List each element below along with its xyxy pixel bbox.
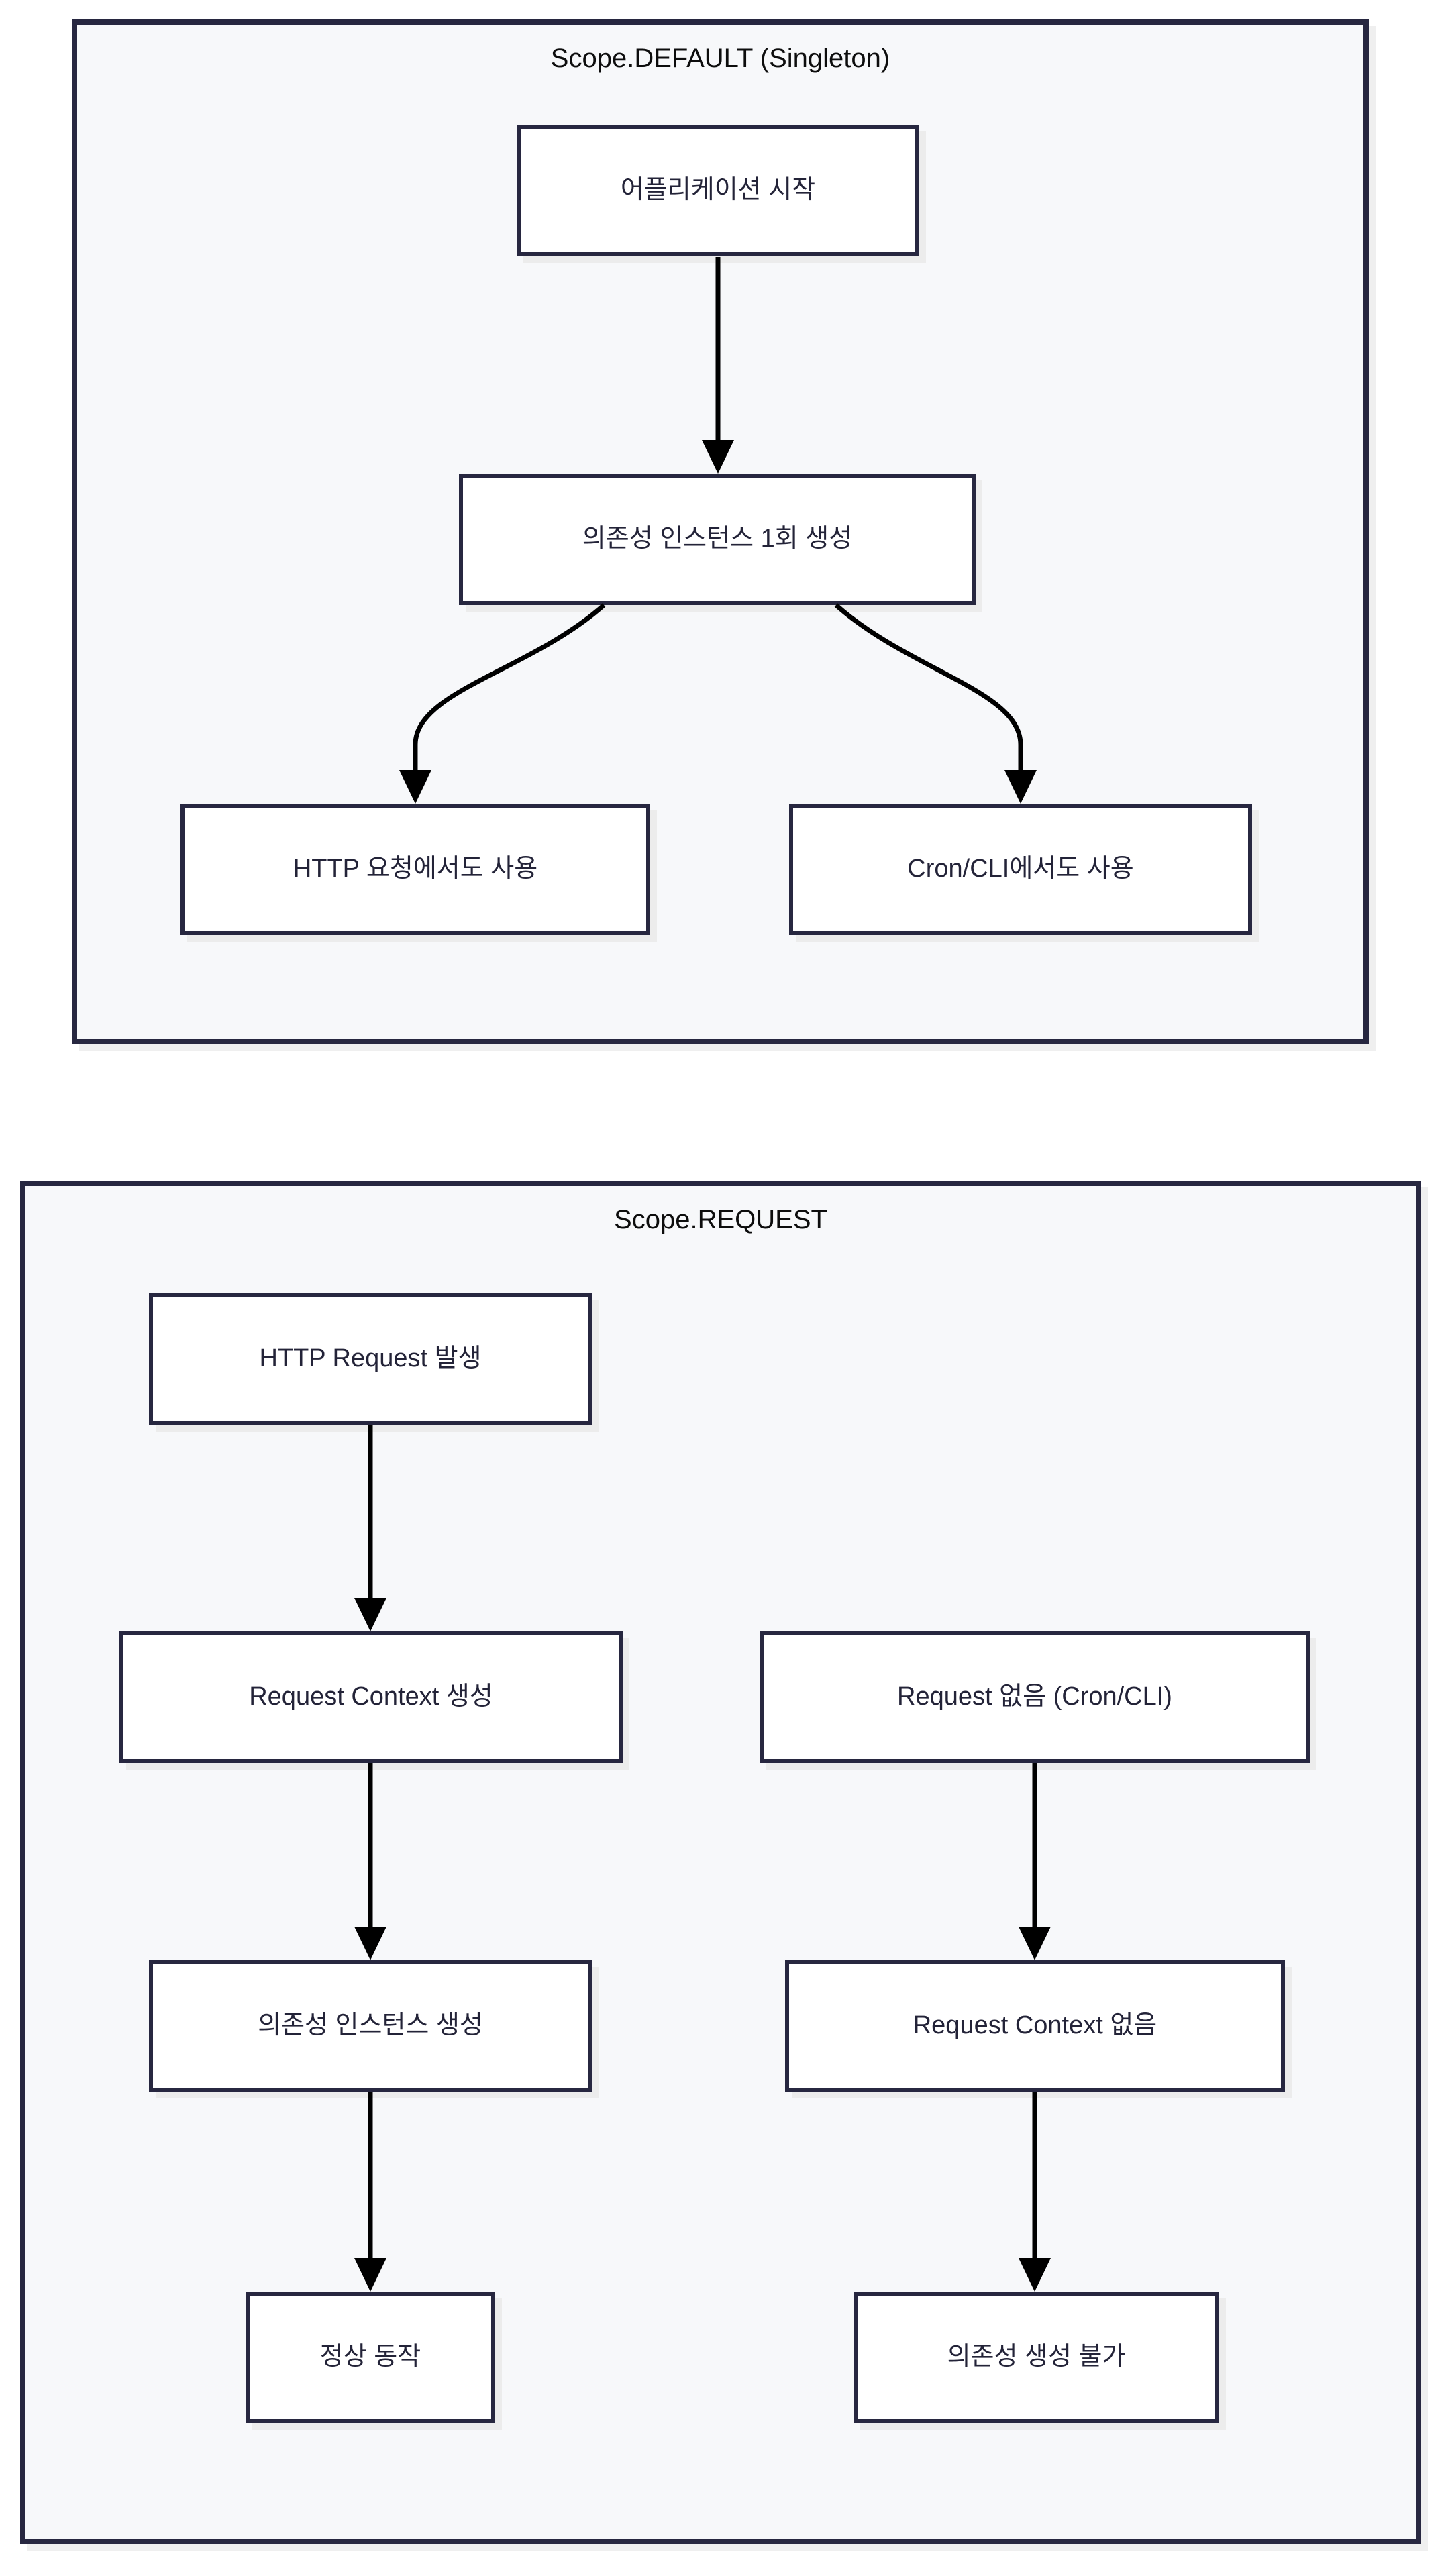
node-label: Request Context 없음 (913, 2011, 1157, 2040)
node-request-context-absent[interactable]: Request Context 없음 (785, 1960, 1285, 2092)
node-dependency-creation-failed[interactable]: 의존성 생성 불가 (854, 2292, 1219, 2423)
node-label: 의존성 생성 불가 (947, 2343, 1126, 2371)
panel-title-scope-request: Scope.REQUEST (614, 1205, 827, 1234)
node-app-start[interactable]: 어플리케이션 시작 (517, 125, 919, 256)
panel-title-scope-default: Scope.DEFAULT (Singleton) (550, 44, 890, 73)
node-request-absent-cron-cli[interactable]: Request 없음 (Cron/CLI) (760, 1631, 1310, 1763)
node-normal-operation[interactable]: 정상 동작 (246, 2292, 495, 2423)
node-label: Cron/CLI에서도 사용 (907, 855, 1134, 883)
node-label: HTTP 요청에서도 사용 (293, 855, 538, 883)
node-label: 어플리케이션 시작 (620, 176, 816, 205)
node-label: 정상 동작 (319, 2343, 421, 2371)
node-cron-cli-use[interactable]: Cron/CLI에서도 사용 (789, 804, 1252, 935)
node-dependency-instance-create[interactable]: 의존성 인스턴스 생성 (149, 1960, 592, 2092)
node-label: Request 없음 (Cron/CLI) (897, 1682, 1172, 1711)
node-dependency-instance-once[interactable]: 의존성 인스턴스 1회 생성 (459, 474, 976, 605)
node-label: 의존성 인스턴스 1회 생성 (582, 525, 853, 553)
node-label: HTTP Request 발생 (259, 1344, 482, 1373)
node-http-request-occurs[interactable]: HTTP Request 발생 (149, 1293, 592, 1425)
node-label: Request Context 생성 (249, 1682, 493, 1711)
node-request-context-create[interactable]: Request Context 생성 (119, 1631, 623, 1763)
node-label: 의존성 인스턴스 생성 (258, 2011, 483, 2040)
node-http-request-use[interactable]: HTTP 요청에서도 사용 (180, 804, 650, 935)
